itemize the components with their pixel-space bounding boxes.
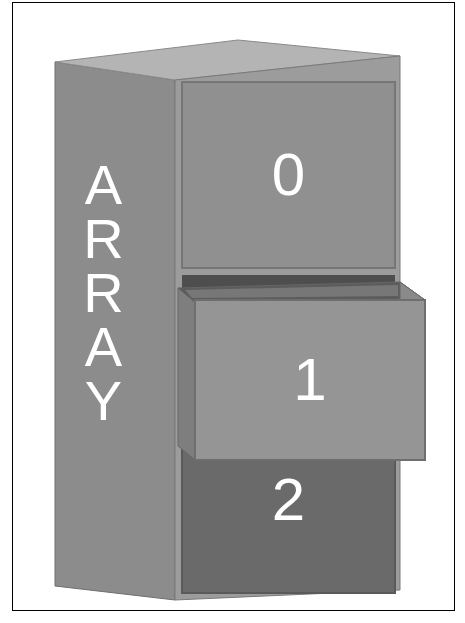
index-number: 1 — [293, 350, 326, 410]
drawer: 1 — [195, 300, 425, 460]
array-cabinet: ARRAY 0 1 2 — [55, 40, 430, 605]
side-label: ARRAY — [81, 158, 126, 428]
drawer-face — [182, 82, 395, 268]
drawer: 0 — [182, 82, 395, 268]
drawer-back-wall — [185, 285, 398, 298]
frame — [13, 3, 455, 611]
drawer-face — [182, 445, 395, 593]
index-number: 0 — [272, 145, 305, 205]
drawer-side — [178, 288, 195, 460]
cabinet-side — [55, 62, 175, 600]
drawer-face — [195, 300, 425, 460]
drawer: 2 — [182, 460, 395, 595]
index-number: 2 — [272, 470, 305, 530]
